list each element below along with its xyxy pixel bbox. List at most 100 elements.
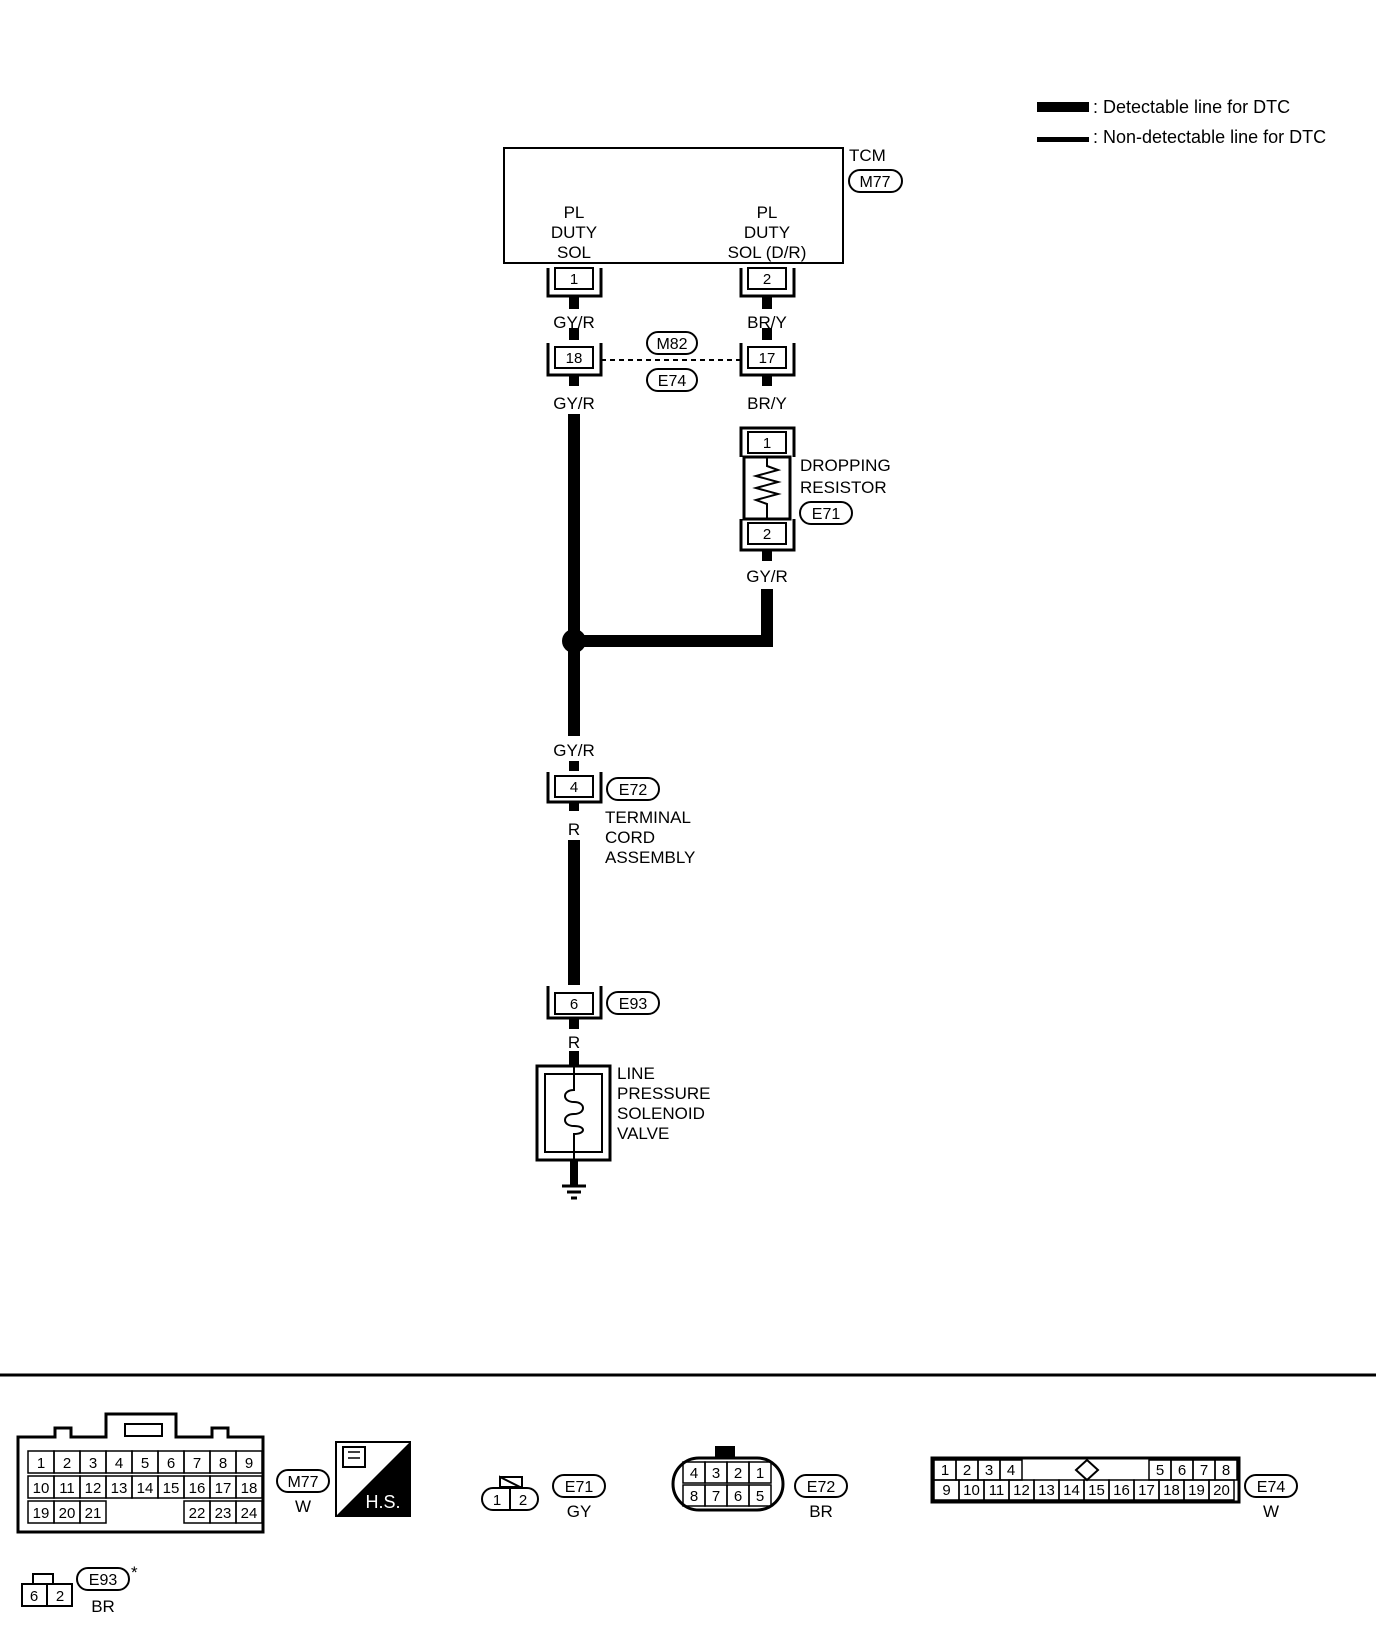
resistor-zigzag-icon (752, 457, 782, 519)
e93-face-mark: * (131, 1563, 138, 1582)
svg-text:2: 2 (763, 526, 771, 543)
joint-tag-bottom: E74 (658, 373, 687, 390)
joint-tag-top: M82 (656, 336, 687, 353)
e74-pin-label: 19 (1188, 1482, 1205, 1499)
e74-pin-label: 6 (1178, 1462, 1186, 1479)
m77-pin-label: 19 (33, 1505, 50, 1522)
wire-label-gy-r-2: GY/R (553, 394, 595, 413)
e72-tag: E72 (807, 1479, 836, 1496)
wire-label-gy-r-3: GY/R (746, 567, 788, 586)
tcm-right-function-3: SOL (D/R) (728, 243, 807, 262)
e71-color: GY (567, 1502, 592, 1521)
e74-pin-label: 8 (1222, 1462, 1230, 1479)
joint-tag-top-shape (646, 331, 698, 355)
svg-text:17: 17 (759, 350, 776, 367)
svg-text:2: 2 (519, 1492, 527, 1509)
e74-pin-label: 2 (963, 1462, 971, 1479)
m77-cavity (235, 1475, 263, 1499)
wire-gy-r-lower (568, 646, 580, 736)
svg-text:1: 1 (493, 1492, 501, 1509)
wire-label-gy-r-4: GY/R (553, 741, 595, 760)
e74-pin-label: 17 (1138, 1482, 1155, 1499)
wire-gy-r-branch (580, 589, 773, 647)
wire-stub-e93-out (569, 1019, 579, 1029)
tcm-title: TCM (849, 146, 886, 165)
wire-stubs-mid (569, 376, 772, 386)
e74-pin-label: 15 (1088, 1482, 1105, 1499)
e71-tag-shape (552, 1474, 606, 1498)
hs-label: H.S. (365, 1492, 400, 1512)
wire-r-to-solenoid (569, 1051, 579, 1067)
resistor-name-1: DROPPING (800, 456, 891, 475)
wire-label-r-2: R (568, 1033, 580, 1052)
solenoid-name-1: LINE (617, 1064, 655, 1083)
wire-label-br-y-2: BR/Y (747, 394, 787, 413)
m77-pin-label: 8 (219, 1455, 227, 1472)
svg-text:6: 6 (570, 996, 578, 1013)
e72-pin-label: 5 (756, 1488, 764, 1505)
m77-cavity (79, 1500, 107, 1524)
e72-pin-label: 7 (712, 1488, 720, 1505)
solenoid-name-4: VALVE (617, 1124, 669, 1143)
tcm-pin-2: 2 (739, 267, 796, 298)
solenoid-name-2: PRESSURE (617, 1084, 711, 1103)
tcm-right-function-2: DUTY (744, 223, 790, 242)
svg-text:1: 1 (570, 271, 578, 288)
harness-side-icon: H.S. (335, 1441, 411, 1517)
dropping-resistor: 1 2 (739, 426, 796, 552)
terminal-cord-name-2: CORD (605, 828, 655, 847)
ground-icon (562, 1160, 586, 1200)
e72-cavity (748, 1484, 772, 1507)
e71-connector-face: 1 2 (481, 1475, 539, 1511)
solenoid-name-3: SOLENOID (617, 1104, 705, 1123)
m77-pin-label: 11 (59, 1480, 75, 1497)
e93-tag: E93 (619, 996, 648, 1013)
terminal-cord-name-1: TERMINAL (605, 808, 691, 827)
e74-pin-label: 1 (941, 1462, 949, 1479)
tcm-right-function-1: PL (757, 203, 778, 222)
legend-detectable-swatch (1037, 102, 1089, 112)
joint-connector-m82-e74: 18 17 M82 E74 (546, 331, 796, 392)
m77-pin-label: 5 (141, 1455, 149, 1472)
wire-r-main (568, 840, 580, 985)
m77-pin-label: 17 (215, 1480, 232, 1497)
m77-pin-label: 7 (193, 1455, 201, 1472)
terminal-cord-name-3: ASSEMBLY (605, 848, 695, 867)
terminal-cord-e72: 4 (546, 772, 603, 804)
e72-pin-label: 6 (734, 1488, 742, 1505)
svg-text:2: 2 (763, 271, 771, 288)
e74-pin-label: 13 (1038, 1482, 1055, 1499)
m77-cavity (235, 1450, 263, 1474)
m77-tag-shape (276, 1469, 330, 1493)
tcm-left-function-3: SOL (557, 243, 591, 262)
e74-pin-label: 12 (1013, 1482, 1030, 1499)
svg-text:6: 6 (30, 1588, 38, 1605)
e74-pin-label: 5 (1156, 1462, 1164, 1479)
e74-pin-label: 10 (963, 1482, 980, 1499)
wire-label-gy-r-1: GY/R (553, 313, 595, 332)
m77-pin-label: 2 (63, 1455, 71, 1472)
m77-pin-label: 10 (33, 1480, 50, 1497)
wire-gy-r-main (568, 414, 580, 636)
legend-non-detectable-text: : Non-detectable line for DTC (1093, 127, 1326, 147)
resistor-tag: E71 (812, 506, 841, 523)
e93-face-tag: E93 (89, 1572, 118, 1589)
e74-pin-label: 4 (1007, 1462, 1015, 1479)
m77-pin-label: 15 (163, 1480, 180, 1497)
e72-color: BR (809, 1502, 833, 1521)
e74-cavity (1208, 1479, 1235, 1501)
wire-stub-e72-out (569, 803, 579, 811)
m77-cavity (235, 1500, 263, 1524)
joint-tag-bottom-shape (646, 368, 698, 392)
e74-tag-shape (1244, 1474, 1298, 1498)
e71-tag: E71 (565, 1479, 594, 1496)
e72-pin-label: 3 (712, 1465, 720, 1482)
m77-tag: M77 (287, 1474, 318, 1491)
m77-pin-label: 12 (85, 1480, 102, 1497)
m77-pin-label: 20 (59, 1505, 76, 1522)
e74-pin-label: 11 (989, 1482, 1005, 1499)
e74-pin-label: 20 (1213, 1482, 1230, 1499)
e93-face-color: BR (91, 1597, 115, 1616)
m77-pin-label: 24 (241, 1505, 258, 1522)
